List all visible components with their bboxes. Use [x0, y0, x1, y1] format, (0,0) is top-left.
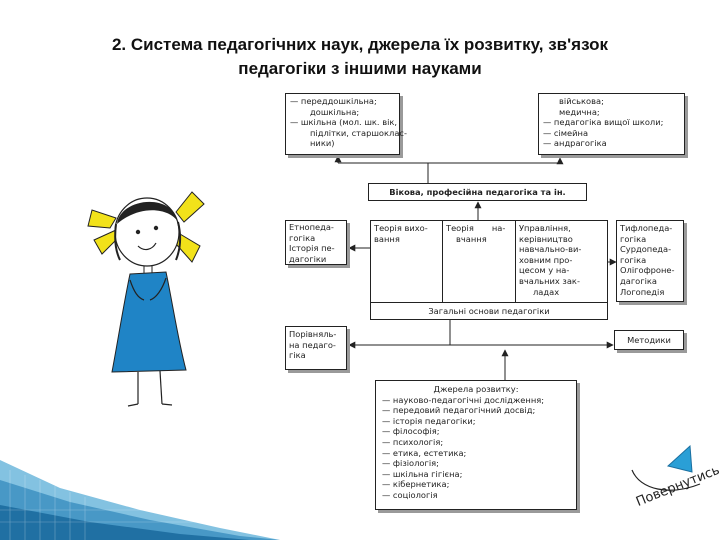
slide-title-line1: 2. Система педагогічних наук, джерела їх… [111, 35, 609, 54]
sources-item: — філософія; [382, 426, 440, 437]
sources-item: — фізіологія; [382, 458, 439, 469]
special-pedagogy-box: Тифлопеда- гогіка Сурдопеда- гогіка Оліг… [616, 220, 684, 302]
management-line: керівництво [519, 233, 573, 244]
management-cell: Управління, керівництво навчально-ви- хо… [516, 221, 608, 302]
management-line: ховним про- [519, 254, 573, 265]
special-pedagogy-line: Сурдопеда- [620, 244, 672, 255]
sources-item: — соціологія [382, 489, 438, 500]
comparative-pedagogy-line: гіка [289, 350, 306, 361]
age-groups-line: — переддошкільна; [290, 96, 377, 106]
hair-bow-left [87, 209, 119, 255]
sources-item: — шкільна гігієна; [382, 468, 463, 479]
comparative-pedagogy-line: на педаго- [289, 339, 336, 350]
professional-types-line: — сімейна [543, 127, 589, 138]
methods-box: Методики [614, 330, 684, 350]
special-pedagogy-line: дагогіка [620, 275, 658, 286]
return-button[interactable]: Повернутись [630, 444, 720, 530]
special-pedagogy-line: гогіка [620, 254, 647, 265]
sources-box: Джерела розвитку: — науково-педагогічні … [375, 380, 577, 510]
special-pedagogy-line: гогіка [620, 233, 647, 244]
management-line: Управління, [519, 223, 571, 233]
girl-dress [111, 271, 187, 373]
management-line: навчально-ви- [519, 244, 582, 255]
management-line: цесом у на- [519, 265, 570, 276]
management-line: ладах [533, 286, 560, 297]
professional-types-line: — педагогіка вищої школи; [543, 117, 664, 128]
general-foundations-label: Загальні основи педагогіки [428, 306, 550, 316]
professional-types-line: медична; [559, 106, 600, 117]
sources-item: — кібернетика; [382, 479, 450, 490]
special-pedagogy-line: Логопедія [620, 286, 665, 297]
age-groups-line: дошкільна; [310, 106, 360, 117]
ethnopedagogy-line: дагогіки [289, 253, 327, 264]
professional-types-line: — андрагогіка [543, 138, 607, 149]
age-professional-label: Вікова, професійна педагогіка та ін. [389, 187, 566, 197]
age-professional-box: Вікова, професійна педагогіка та ін. [368, 183, 587, 201]
sources-item: — науково-педагогічні дослідження; [382, 394, 545, 405]
sources-item: — історія педагогіки; [382, 415, 476, 426]
age-groups-line: підлітки, старшоклас- [310, 127, 407, 138]
ethnopedagogy-box: Етнопеда- гогіка Історія пе- дагогіки [285, 220, 347, 265]
age-groups-line: — шкільна (мол. шк. вік, [290, 117, 398, 128]
corner-decoration [0, 460, 280, 540]
theory-learning-line: вчання [456, 233, 487, 244]
methods-label: Методики [627, 335, 671, 345]
sources-header: Джерела розвитку: [433, 384, 519, 394]
return-arrow-icon [631, 444, 701, 491]
comparative-pedagogy-box: Порівняль- на педаго- гіка [285, 326, 347, 370]
age-groups-box: — переддошкільна; дошкільна; — шкільна (… [285, 93, 407, 155]
age-groups-line: ники) [310, 138, 335, 149]
theory-education-cell: Теорія вихо- вання [371, 221, 443, 302]
sources-item: — етика, естетика; [382, 447, 467, 458]
girl-illustration [87, 191, 205, 407]
sources-item: — психологія; [382, 436, 444, 447]
special-pedagogy-line: Тифлопеда- [620, 223, 673, 233]
ethnopedagogy-line: Етнопеда- [289, 222, 334, 232]
sources-item: — передовий педагогічний досвід; [382, 405, 536, 416]
professional-types-line: військова; [559, 96, 604, 106]
general-foundations-cell: Загальні основи педагогіки [371, 302, 607, 321]
theory-education-line: вання [374, 233, 400, 244]
professional-types-box: військова; медична; — педагогіка вищої ш… [538, 93, 685, 155]
hair-bow-right [175, 191, 205, 263]
ethnopedagogy-line: Історія пе- [289, 243, 335, 254]
management-line: вчальних зак- [519, 275, 580, 286]
slide-title-line2: педагогіки з іншими науками [238, 59, 482, 78]
special-pedagogy-line: Олігофроне- [620, 265, 675, 276]
ethnopedagogy-line: гогіка [289, 232, 316, 243]
theory-education-line: Теорія вихо- [374, 223, 428, 233]
comparative-pedagogy-line: Порівняль- [289, 329, 337, 339]
